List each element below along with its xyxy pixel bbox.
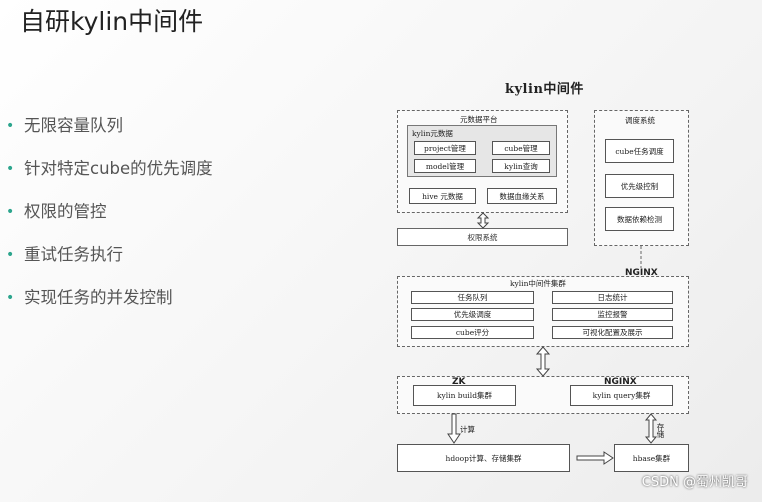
monitor-alarm-node: 监控报警 [552,308,673,321]
kylin-query-node: kylin查询 [492,159,550,173]
feature-item: 针对特定cube的优先调度 [6,155,213,198]
kylin-query-cluster-node: kylin query集群 [570,385,673,406]
kylin-build-cluster-node: kylin build集群 [413,385,516,406]
feature-item: 实现任务的并发控制 [6,284,213,327]
watermark: CSDN @蜀州凯哥 [641,475,748,490]
slide-title: 自研kylin中间件 [20,7,204,36]
feature-item: 重试任务执行 [6,241,213,284]
nginx-top-label: NGINX [625,268,658,278]
data-lineage-node: 数据血缘关系 [487,188,557,204]
arrow-build-hadoop [447,413,461,444]
arrow-hadoop-hbase [576,451,614,465]
visual-config-node: 可视化配置及展示 [552,326,673,339]
cube-mgmt-node: cube管理 [492,141,550,155]
project-mgmt-node: project管理 [414,141,476,155]
task-queue-node: 任务队列 [411,291,534,304]
log-stats-node: 日志统计 [552,291,673,304]
hive-metadata-node: hive 元数据 [409,188,476,204]
permission-system-box: 权限系统 [397,228,568,246]
nginx-label: NGINX [604,377,637,387]
dependency-check-node: 数据依赖检测 [605,207,674,231]
cube-task-schedule-node: cube任务调度 [605,139,674,163]
hbase-cluster-node: hbase集群 [614,444,689,472]
hadoop-cluster-node: hdoop计算、存储集群 [397,444,570,472]
arrow-hbase-query [644,413,658,444]
model-mgmt-node: model管理 [414,159,476,173]
middleware-cluster-label: kylin中间件集群 [510,279,566,288]
priority-control-node: 优先级控制 [605,174,674,198]
priority-schedule-node: 优先级调度 [411,308,534,321]
feature-item: 权限的管控 [6,198,213,241]
zk-label: ZK [452,377,466,387]
cube-score-node: cube评分 [411,326,534,339]
arrow-permission-metadata [476,212,490,229]
kylin-metadata-label: kylin元数据 [412,129,453,138]
feature-list: 无限容量队列 针对特定cube的优先调度 权限的管控 重试任务执行 实现任务的并… [6,112,213,327]
store-label: 存储 [656,423,665,438]
arrow-middleware-clusters [535,346,551,377]
diagram-title: kylin中间件 [505,82,584,97]
metadata-platform-label: 元数据平台 [460,115,498,124]
feature-item: 无限容量队列 [6,112,213,155]
scheduler-label: 调度系统 [625,116,655,125]
calc-label: 计算 [460,425,475,434]
